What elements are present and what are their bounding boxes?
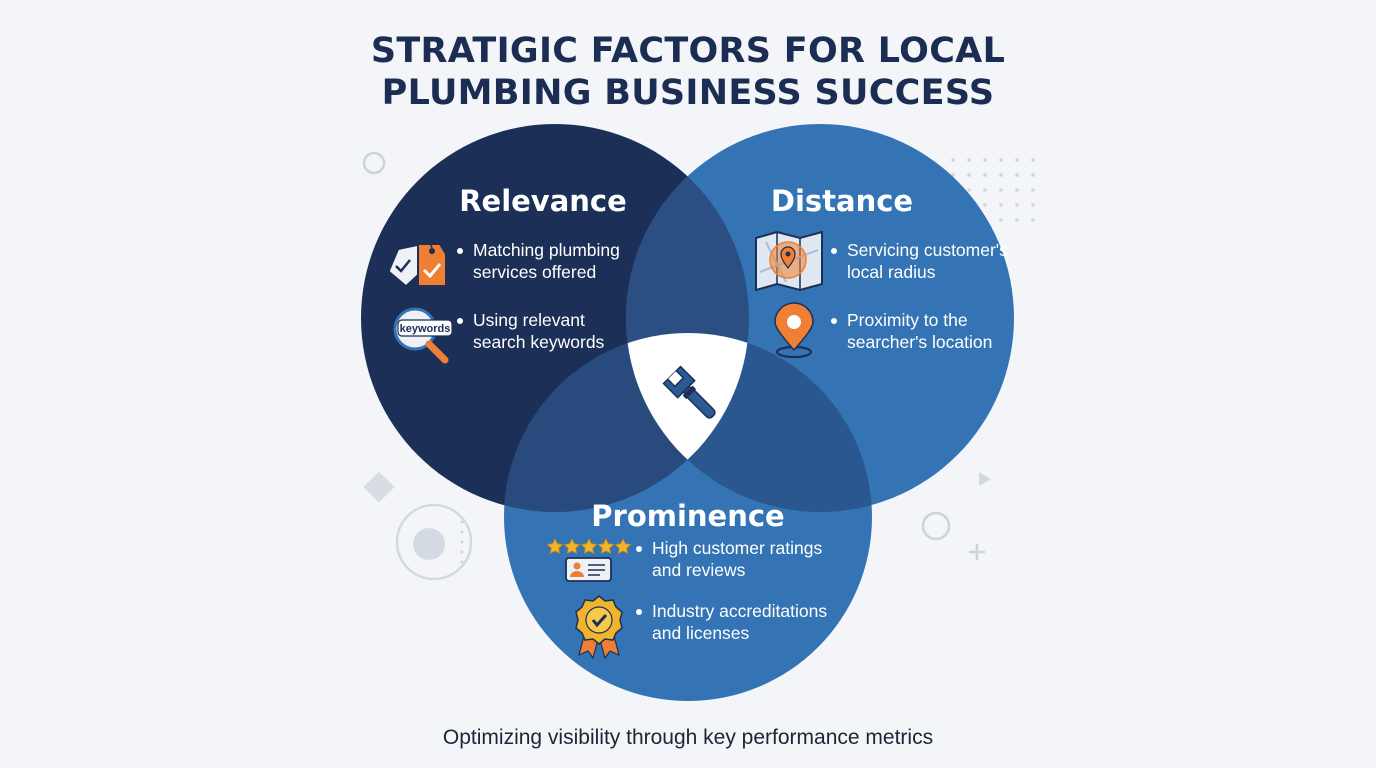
prominence-item-2: Industry accreditations and licenses: [636, 601, 827, 644]
distance-heading: Distance: [770, 184, 914, 218]
keyword-search-icon: keywords: [393, 307, 453, 364]
prominence-item-2-line-1: Industry accreditations: [652, 601, 828, 621]
distance-item-2: Proximity to the searcher's location: [831, 310, 992, 353]
relevance-item-1-line-1: Matching plumbing: [473, 240, 620, 260]
location-pin-icon: [774, 302, 814, 359]
dot-decoration-icon: [413, 528, 445, 560]
relevance-item-2: Using relevant search keywords: [457, 310, 604, 353]
plus-decoration-icon: [969, 544, 985, 560]
folded-map-icon: [755, 230, 823, 292]
relevance-item-2-line-1: Using relevant: [473, 310, 585, 330]
title-line-2: PLUMBING BUSINESS SUCCESS: [381, 73, 995, 113]
star-rating-review-icon: [546, 538, 632, 582]
relevance-prominence-overlap: [504, 333, 749, 512]
distance-item-1-line-1: Servicing customer's: [847, 240, 1008, 260]
decorative-shapes: [362, 151, 1035, 581]
distance-item-1: Servicing customer's local radius: [831, 240, 1008, 283]
prominence-item-1-line-2: and reviews: [652, 559, 746, 580]
title-line-1: STRATIGIC FACTORS FOR LOCAL: [370, 31, 1006, 71]
distance-item-1-line-2: local radius: [847, 261, 936, 282]
prominence-item-2-line-2: and licenses: [652, 622, 750, 643]
wrench-icon: [662, 365, 716, 419]
page-title: STRATIGIC FACTORS FOR LOCAL PLUMBING BUS…: [0, 30, 1376, 114]
dot-column-decoration: [460, 520, 464, 564]
ring-decoration-icon: [362, 151, 386, 175]
award-badge-icon: [575, 595, 623, 660]
diagram-caption: Optimizing visibility through key perfor…: [442, 726, 934, 749]
ring-decoration-icon: [921, 511, 951, 541]
relevance-item-2-line-2: search keywords: [473, 331, 605, 352]
relevance-item-1-line-2: services offered: [473, 261, 597, 282]
triangle-decoration-icon: [979, 472, 991, 486]
distance-item-2-line-1: Proximity to the: [847, 310, 968, 330]
diamond-decoration-icon: [363, 471, 395, 503]
distance-prominence-overlap: [626, 333, 872, 512]
keyword-icon-text: keywords: [400, 323, 451, 335]
relevance-heading: Relevance: [459, 184, 627, 218]
prominence-item-1-line-1: High customer ratings: [652, 538, 823, 558]
relevance-item-1: Matching plumbing services offered: [457, 240, 620, 283]
prominence-item-1: High customer ratings and reviews: [636, 538, 822, 581]
distance-item-2-line-2: searcher's location: [847, 331, 993, 352]
prominence-heading: Prominence: [591, 499, 785, 533]
price-tag-icon: [387, 238, 447, 288]
ring-decoration-icon: [395, 503, 473, 581]
